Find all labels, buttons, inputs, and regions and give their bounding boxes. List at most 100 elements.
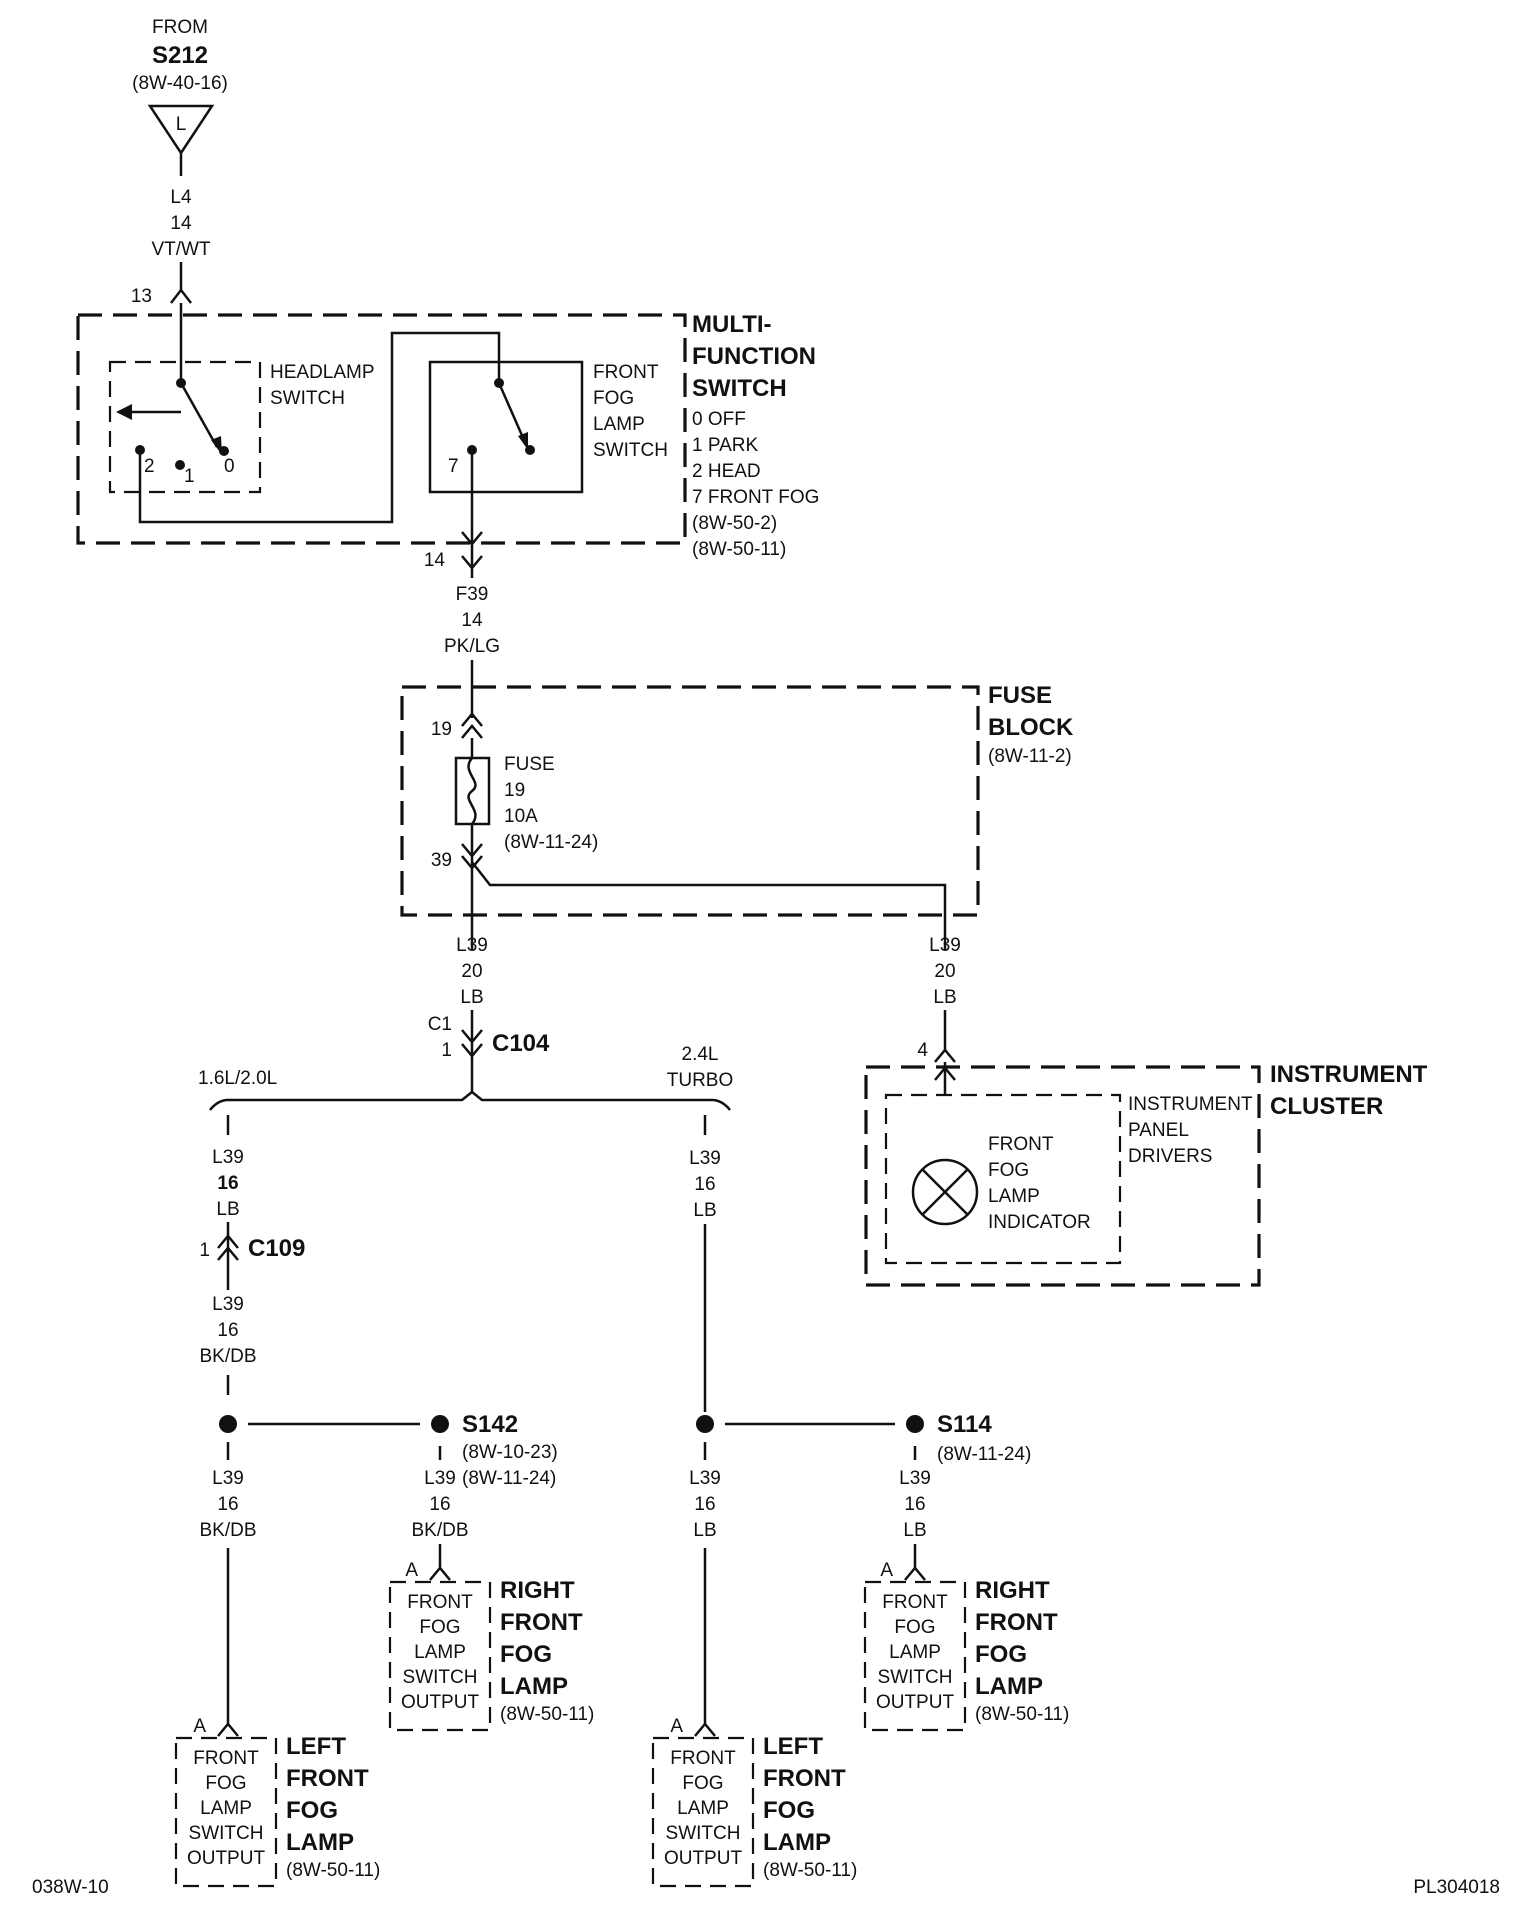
lamp-box-line-4: SWITCH [666,1823,741,1844]
branch-right-label-1: 2.4L [682,1044,719,1065]
s114-ref: (8W-11-24) [937,1444,1031,1465]
lamp-ref: (8W-50-11) [975,1704,1069,1725]
lamp-title-3: FOG [975,1641,1027,1668]
left-wire-c-circuit: L39 [212,1468,244,1489]
wire-l39-right-gauge: 20 [934,961,955,982]
left-wire-c-gauge: 16 [217,1494,238,1515]
mfs-title-1: MULTI- [692,311,772,338]
c104-name: C104 [492,1030,550,1057]
headlamp-label-2: SWITCH [270,388,345,409]
arrow-head-icon [518,432,528,450]
lamp-title-1: LEFT [286,1733,346,1760]
left-wire-b-gauge: 16 [217,1320,238,1341]
connector-19-upper-icon [461,712,483,727]
connector-19-lower-icon [461,724,483,739]
s114-wire-circuit: L39 [899,1468,931,1489]
s142-wire-gauge: 16 [429,1494,450,1515]
connector-a-icon [904,1566,926,1581]
lamp-title-1: RIGHT [975,1577,1050,1604]
wire-l4-circuit: L4 [170,187,192,208]
right-wire-c-circuit: L39 [689,1468,721,1489]
lamp-title-4: LAMP [763,1829,831,1856]
lamp-box-line-2: FOG [205,1773,246,1794]
fog-pin-7: 7 [448,456,459,477]
footer-left-code: 038W-10 [32,1877,109,1898]
headlamp-switch-blade [179,382,219,448]
lamp-pin: A [193,1716,206,1737]
lamp-ref: (8W-50-11) [286,1860,380,1881]
fuse-block-ref: (8W-11-2) [988,746,1072,767]
mfs-position-0: 0 OFF [692,409,746,430]
fuse-block-title-2: BLOCK [988,714,1074,741]
right-wire-a-color: LB [693,1200,716,1221]
splice-s212: S212 [152,42,208,69]
from-label: FROM [152,17,208,38]
pin-19: 19 [431,719,452,740]
headlamp-contact-1 [175,460,185,470]
cluster-title-2: CLUSTER [1270,1093,1383,1120]
left-front-fog-lamp-1: A FRONT FOG LAMP SWITCH OUTPUT LEFT FRON… [174,1716,380,1888]
fuse-label-2: 19 [504,780,525,801]
wire-f39-circuit: F39 [456,584,489,605]
fog-label-1: FRONT [593,362,659,383]
lamp-title-3: FOG [286,1797,338,1824]
lamp-box-line-5: OUTPUT [876,1692,955,1713]
splice-s114-dot [906,1415,924,1433]
lamp-ref: (8W-50-11) [500,1704,594,1725]
wire-l39-right-circuit: L39 [929,935,961,956]
connector-arrow-icon [934,1066,956,1081]
splice-s114: S114 [937,1411,992,1438]
s142-ref-1: (8W-10-23) [462,1442,558,1463]
lamp-box-line-1: FRONT [407,1592,473,1613]
right-wire-c-color: LB [693,1520,716,1541]
lamp-box-line-3: LAMP [414,1642,466,1663]
lamp-ref: (8W-50-11) [763,1860,857,1881]
lamp-box-line-1: FRONT [882,1592,948,1613]
headlamp-switch-box [108,360,262,494]
fuse-block-title-1: FUSE [988,682,1052,709]
connector-a-icon [694,1722,716,1737]
c104-pin-c1: C1 [428,1014,452,1035]
mfs-ref-2: (8W-50-11) [692,539,786,560]
lamp-box-line-5: OUTPUT [187,1848,266,1869]
wire-l39-left-color: LB [460,987,483,1008]
indicator-label-3: LAMP [988,1186,1040,1207]
lamp-box-line-1: FRONT [193,1748,259,1769]
c104-pin-1: 1 [441,1040,452,1061]
source-triangle-icon [147,104,215,156]
c109-pin: 1 [199,1240,210,1261]
branch-right-label-2: TURBO [667,1070,734,1091]
right-wire-a-gauge: 16 [694,1174,715,1195]
connector-39-lower-icon [461,855,483,870]
s114-wire-gauge: 16 [904,1494,925,1515]
mfs-position-1: 1 PARK [692,435,759,456]
headlamp-pin-0: 0 [224,456,235,477]
drivers-label-3: DRIVERS [1128,1146,1212,1167]
wire-fuse-to-cluster [471,861,947,950]
left-wire-b-color: BK/DB [199,1346,256,1367]
lamp-box [651,1736,755,1888]
lamp-pin: A [880,1560,893,1581]
connector-c109-upper-icon [217,1234,239,1249]
connector-a-icon [429,1566,451,1581]
fuse-label-3: 10A [504,806,538,827]
wire-l4-color: VT/WT [151,239,210,260]
mfs-position-7: 7 FRONT FOG [692,487,819,508]
wire-l39-right-color: LB [933,987,956,1008]
left-wire-a-color: LB [216,1199,239,1220]
indicator-label-2: FOG [988,1160,1029,1181]
left-wire-b-circuit: L39 [212,1294,244,1315]
s142-wire-circuit: L39 [424,1468,456,1489]
lamp-box-line-2: FOG [894,1617,935,1638]
lamp-title-3: FOG [763,1797,815,1824]
pin-13: 13 [131,286,152,307]
lamp-box-line-3: LAMP [889,1642,941,1663]
cluster-pin-4: 4 [917,1040,928,1061]
right-wire-c-gauge: 16 [694,1494,715,1515]
lamp-box [174,1736,278,1888]
lamp-box-line-2: FOG [419,1617,460,1638]
headlamp-label-1: HEADLAMP [270,362,375,383]
s142-ref-2: (8W-11-24) [462,1468,556,1489]
lamp-title-1: LEFT [763,1733,823,1760]
